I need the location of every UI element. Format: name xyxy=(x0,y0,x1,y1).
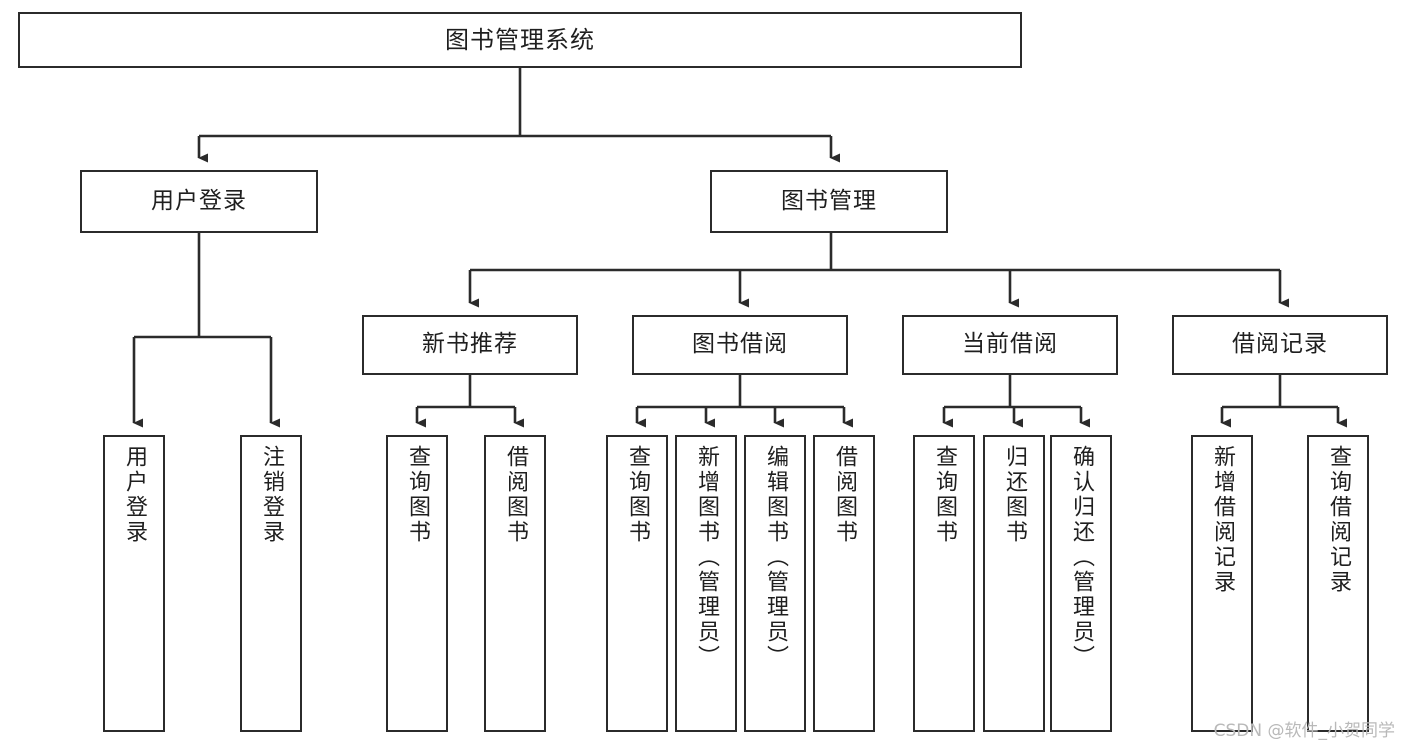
node-leaf-query-record-label: 查询借阅记录 xyxy=(1326,445,1351,595)
node-new-book-rec-label: 新书推荐 xyxy=(422,331,518,358)
node-book-borrow-label: 图书借阅 xyxy=(692,331,788,358)
node-current-borrow[interactable]: 当前借阅 xyxy=(902,315,1118,375)
node-leaf-add-record-label: 新增借阅记录 xyxy=(1210,445,1235,595)
node-current-borrow-label: 当前借阅 xyxy=(962,331,1058,358)
node-leaf-add-record[interactable]: 新增借阅记录 xyxy=(1191,435,1253,732)
node-leaf-return-book[interactable]: 归还图书 xyxy=(983,435,1045,732)
node-user-login[interactable]: 用户登录 xyxy=(80,170,318,233)
node-leaf-confirm-return-label: 确认归还（管理员） xyxy=(1069,445,1094,670)
node-leaf-borrow-book[interactable]: 借阅图书 xyxy=(813,435,875,732)
node-book-manage[interactable]: 图书管理 xyxy=(710,170,948,233)
node-leaf-query-book-rec-label: 查询图书 xyxy=(405,445,430,545)
node-leaf-borrow-book-rec-label: 借阅图书 xyxy=(503,445,528,545)
node-leaf-user-logout[interactable]: 注销登录 xyxy=(240,435,302,732)
node-root[interactable]: 图书管理系统 xyxy=(18,12,1022,68)
node-leaf-query-book-cur[interactable]: 查询图书 xyxy=(913,435,975,732)
node-borrow-record[interactable]: 借阅记录 xyxy=(1172,315,1388,375)
node-leaf-query-book-borrow-label: 查询图书 xyxy=(625,445,650,545)
node-leaf-user-login[interactable]: 用户登录 xyxy=(103,435,165,732)
node-leaf-query-record[interactable]: 查询借阅记录 xyxy=(1307,435,1369,732)
node-root-label: 图书管理系统 xyxy=(445,25,595,54)
node-leaf-edit-book[interactable]: 编辑图书（管理员） xyxy=(744,435,806,732)
node-borrow-record-label: 借阅记录 xyxy=(1232,331,1328,358)
node-leaf-borrow-book-label: 借阅图书 xyxy=(832,445,857,545)
node-book-manage-label: 图书管理 xyxy=(781,187,877,214)
node-leaf-query-book-borrow[interactable]: 查询图书 xyxy=(606,435,668,732)
node-leaf-add-book[interactable]: 新增图书（管理员） xyxy=(675,435,737,732)
node-leaf-borrow-book-rec[interactable]: 借阅图书 xyxy=(484,435,546,732)
node-leaf-user-logout-label: 注销登录 xyxy=(259,445,284,545)
node-user-login-label: 用户登录 xyxy=(151,187,247,214)
node-leaf-query-book-rec[interactable]: 查询图书 xyxy=(386,435,448,732)
csdn-watermark: CSDN @软件_小贺同学 xyxy=(1213,721,1395,741)
node-book-borrow[interactable]: 图书借阅 xyxy=(632,315,848,375)
node-leaf-add-book-label: 新增图书（管理员） xyxy=(694,445,719,670)
node-new-book-rec[interactable]: 新书推荐 xyxy=(362,315,578,375)
node-leaf-confirm-return[interactable]: 确认归还（管理员） xyxy=(1050,435,1112,732)
node-leaf-query-book-cur-label: 查询图书 xyxy=(932,445,957,545)
node-leaf-edit-book-label: 编辑图书（管理员） xyxy=(763,445,788,670)
node-leaf-user-login-label: 用户登录 xyxy=(122,445,147,545)
node-leaf-return-book-label: 归还图书 xyxy=(1002,445,1027,545)
